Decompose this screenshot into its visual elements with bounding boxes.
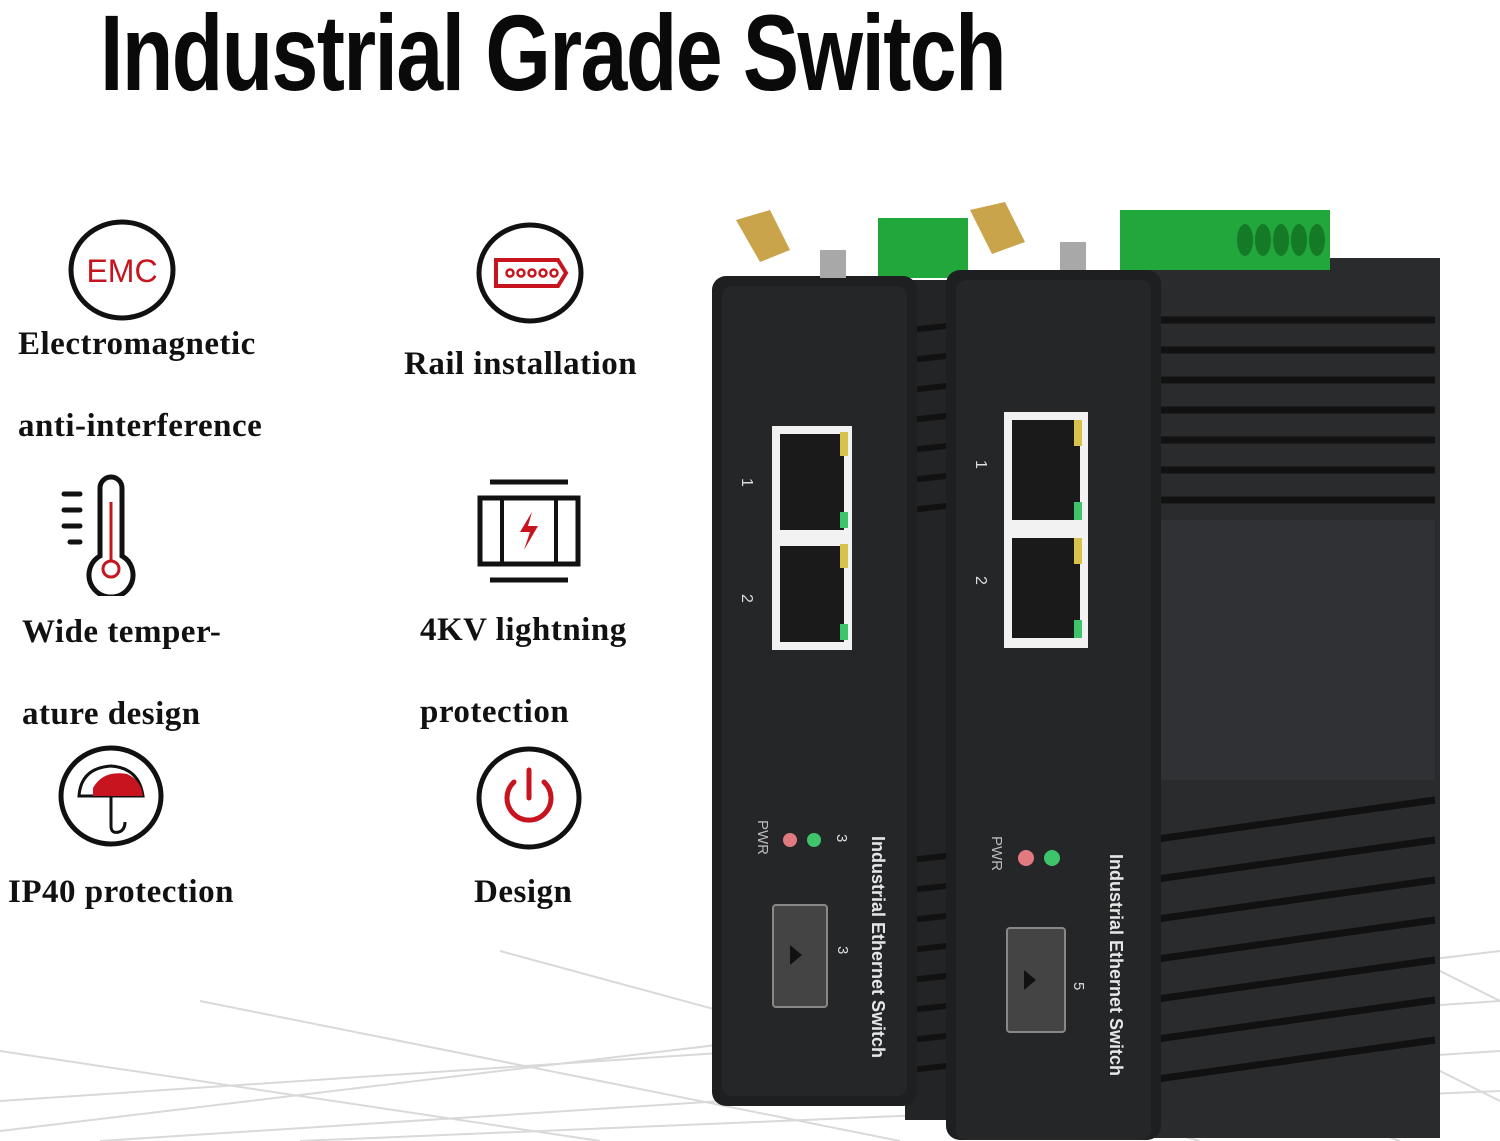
power-icon bbox=[476, 746, 582, 850]
feature-temperature-line2: ature design bbox=[22, 696, 201, 732]
feature-lightning-line2: protection bbox=[420, 694, 570, 730]
emc-icon: EMC bbox=[68, 219, 176, 321]
svg-text:3: 3 bbox=[833, 834, 850, 842]
svg-text:5: 5 bbox=[1070, 982, 1087, 990]
svg-text:1: 1 bbox=[972, 460, 989, 469]
emc-icon-text: EMC bbox=[86, 253, 157, 289]
terminal-block-left bbox=[878, 218, 968, 278]
svg-text:PWR: PWR bbox=[988, 836, 1005, 871]
feature-emc-line1: Electromagnetic bbox=[18, 326, 256, 362]
umbrella-icon bbox=[58, 745, 164, 847]
feature-rail-line1: Rail installation bbox=[404, 346, 638, 382]
lightning-icon bbox=[477, 479, 581, 583]
feature-temperature-line1: Wide temper- bbox=[22, 614, 222, 650]
feature-emc-line2: anti-interference bbox=[18, 408, 263, 444]
switch-devices-illustration: 1 2 PWR 3 3 Industrial Ethernet Switch 1… bbox=[712, 202, 1440, 1140]
svg-text:Industrial Ethernet Switch: Industrial Ethernet Switch bbox=[1106, 854, 1126, 1076]
thermometer-icon bbox=[61, 474, 136, 596]
feature-ip40-line1: IP40 protection bbox=[8, 874, 234, 910]
svg-text:PWR: PWR bbox=[754, 820, 771, 855]
svg-text:1: 1 bbox=[738, 478, 755, 487]
svg-text:3: 3 bbox=[834, 946, 851, 954]
feature-design-line1: Design bbox=[474, 874, 573, 910]
page-title: Industrial Grade Switch bbox=[100, 0, 1007, 113]
feature-lightning-line1: 4KV lightning bbox=[420, 612, 627, 648]
svg-text:2: 2 bbox=[738, 594, 755, 603]
svg-text:2: 2 bbox=[972, 576, 989, 585]
svg-text:Industrial Ethernet Switch: Industrial Ethernet Switch bbox=[868, 836, 888, 1058]
rail-icon bbox=[476, 222, 584, 324]
